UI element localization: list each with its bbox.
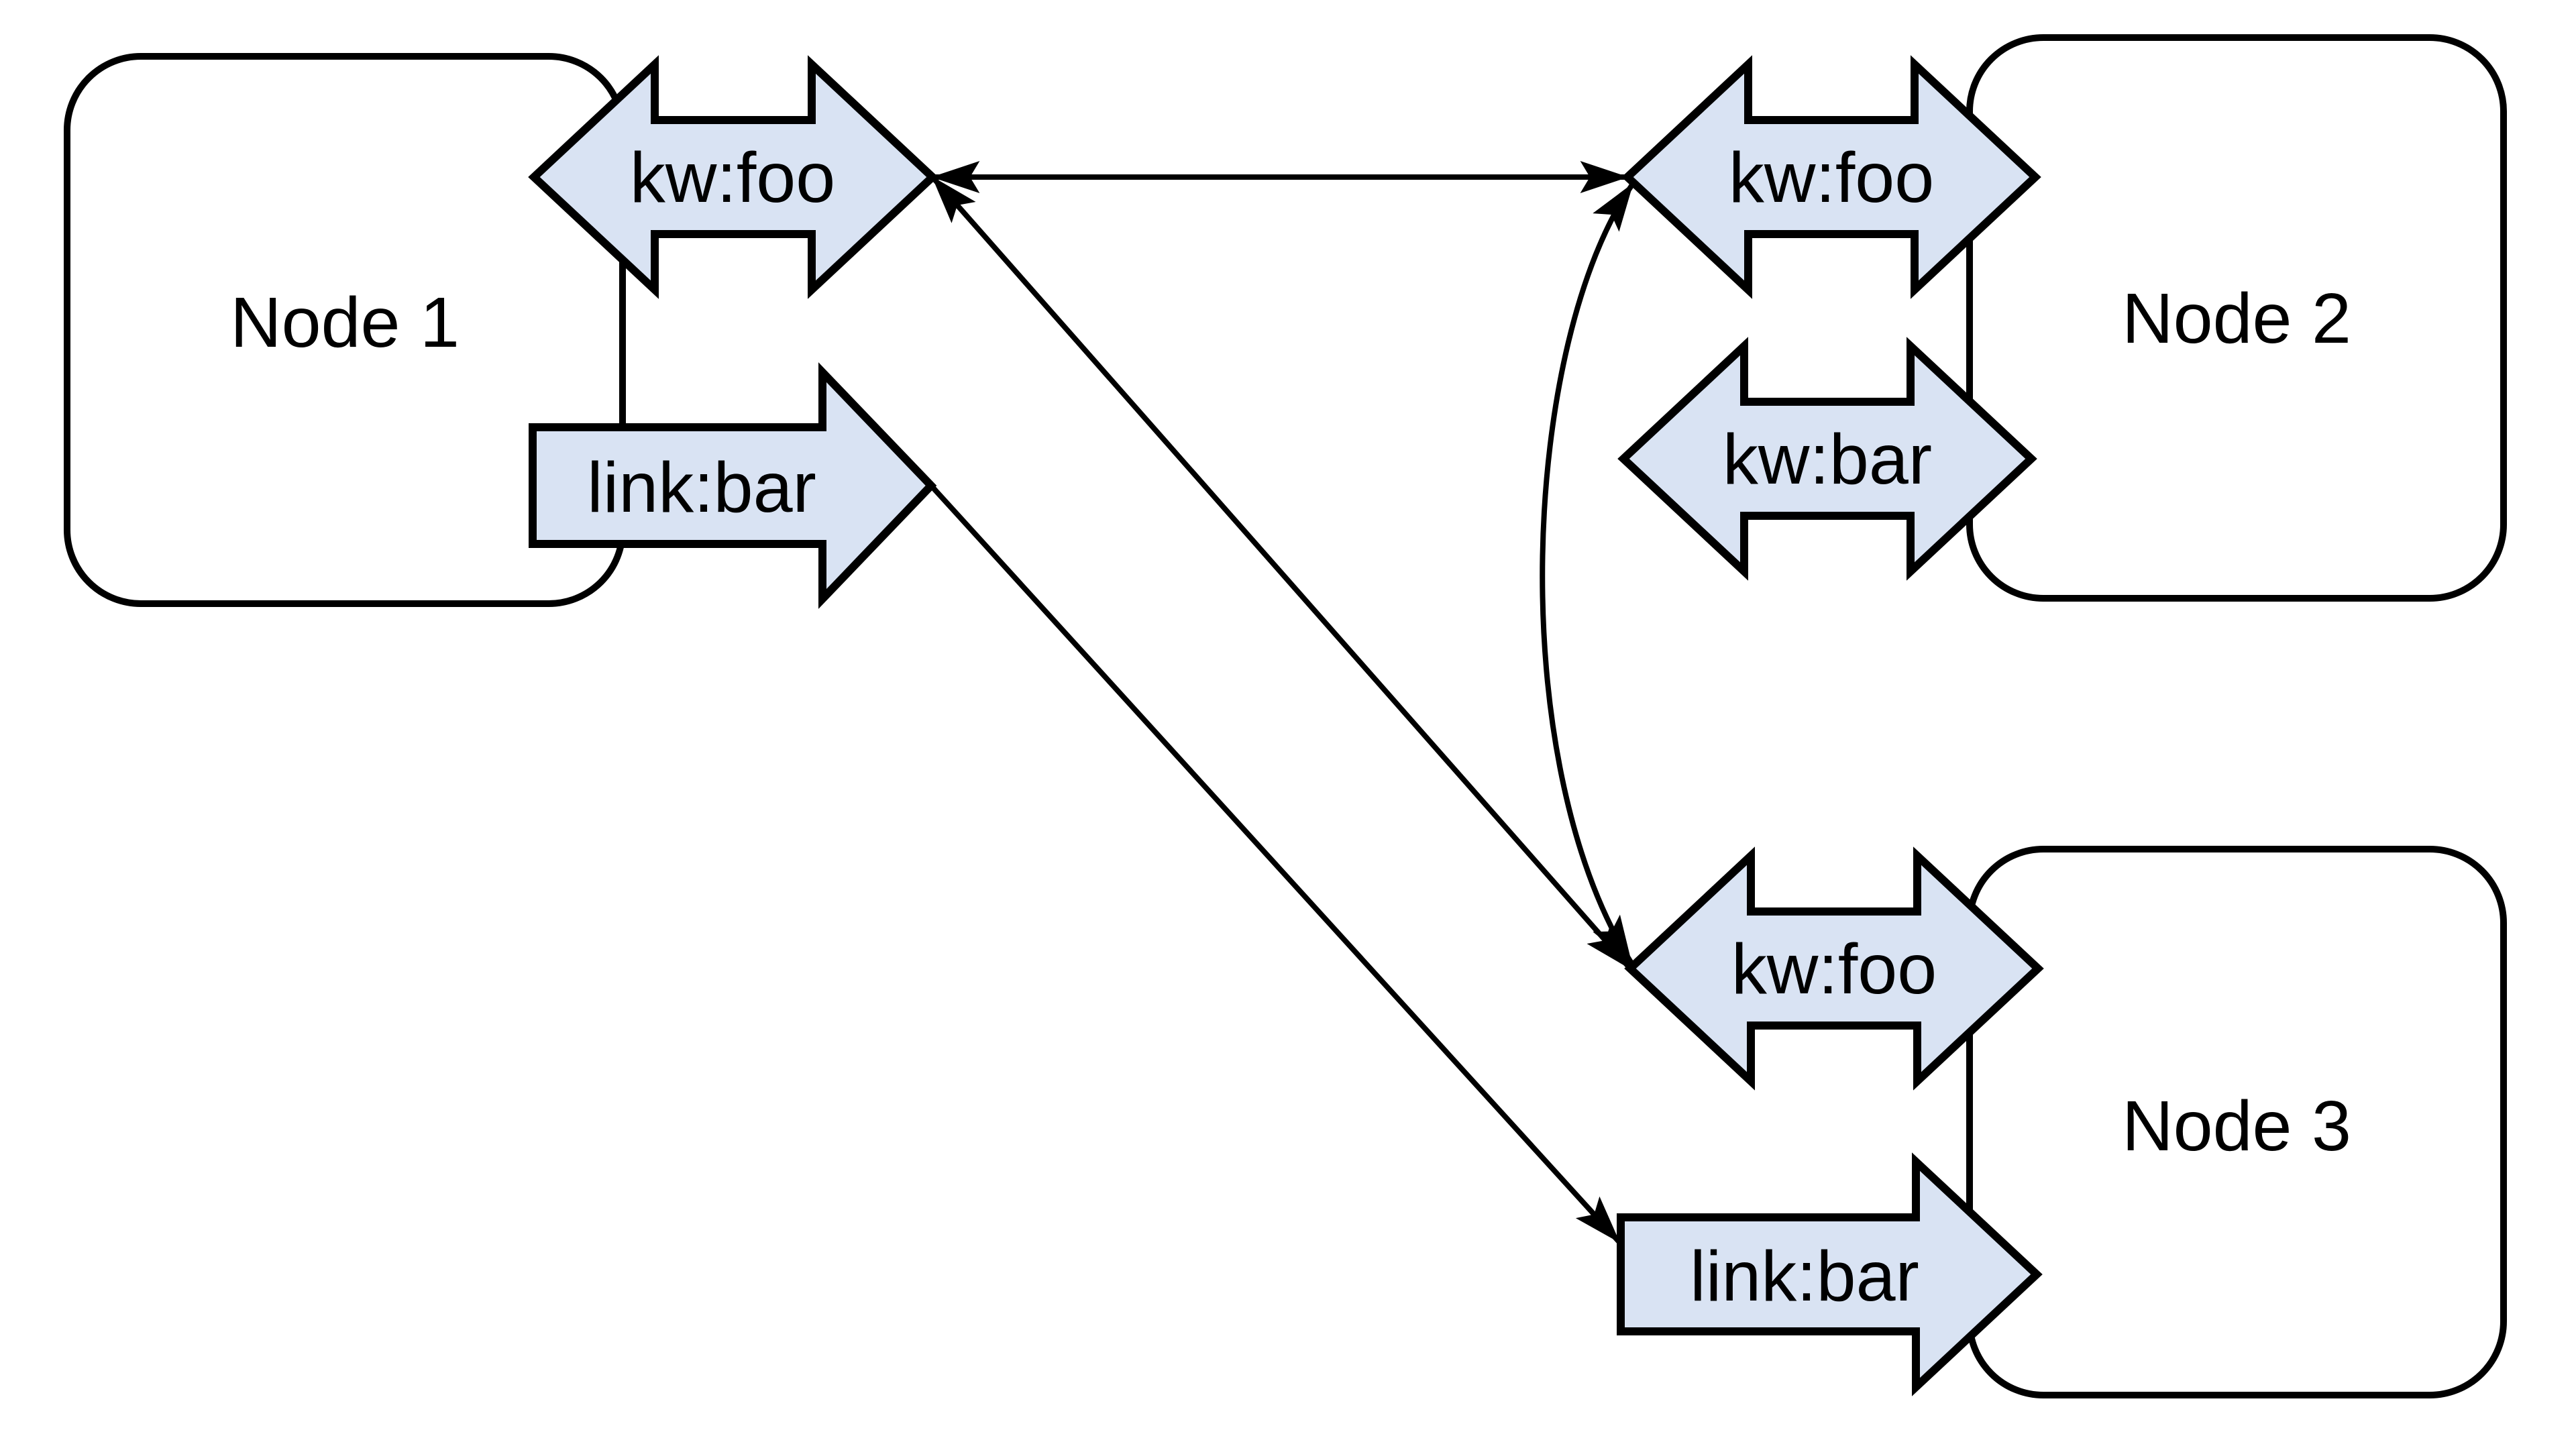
node-2-label: Node 2 [2122, 279, 2351, 358]
node3-kwfoo-arrow [1624, 846, 2044, 1091]
node3-linkbar-port: link:bar [1617, 1152, 2043, 1396]
node2-kwfoo-label: kw:foo [1729, 138, 1934, 217]
edge-kwfoo-node1-node3 [930, 175, 1633, 971]
node-1-label: Node 1 [230, 283, 460, 362]
node2-kwfoo-arrow [1621, 55, 2041, 299]
edge-linkbar-node1-node3 [929, 484, 1621, 1244]
node2-kwbar-port: kw:bar [1617, 337, 2037, 581]
node1-kwfoo-port: kw:foo [528, 55, 938, 299]
node3-linkbar-label: link:bar [1690, 1237, 1919, 1316]
node-2-box [1966, 34, 2507, 602]
node3-kwfoo-port: kw:foo [1624, 846, 2044, 1091]
node-3-label: Node 3 [2122, 1087, 2351, 1166]
node1-linkbar-label: link:bar [587, 448, 816, 527]
node2-kwbar-label: kw:bar [1723, 420, 1932, 499]
node1-linkbar-arrow [529, 362, 937, 609]
node-3: Node 3 [1966, 846, 2507, 1398]
edge-kwfoo-node2-node3-curved [1540, 182, 1635, 965]
node-2: Node 2 [1966, 34, 2507, 602]
node2-kwfoo-port: kw:foo [1621, 55, 2041, 299]
node1-linkbar-port: link:bar [529, 362, 937, 609]
node1-kwfoo-label: kw:foo [630, 138, 835, 217]
node3-kwfoo-label: kw:foo [1731, 930, 1937, 1009]
node-1: Node 1 [64, 53, 626, 607]
node2-kwbar-arrow [1617, 337, 2037, 581]
node3-linkbar-arrow [1617, 1152, 2043, 1396]
node-3-box [1966, 846, 2507, 1398]
node-1-box [64, 53, 626, 607]
